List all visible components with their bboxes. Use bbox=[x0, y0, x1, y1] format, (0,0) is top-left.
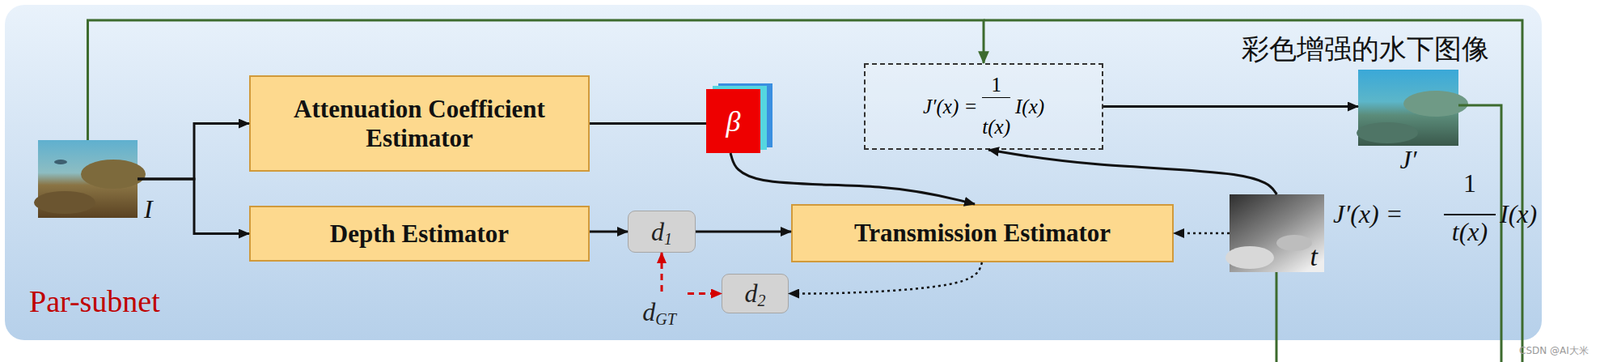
node-label: Attenuation Coefficient Estimator bbox=[265, 94, 574, 153]
node-label: I(x) bbox=[1015, 95, 1045, 119]
estimator-box: Transmission Estimator bbox=[791, 203, 1174, 263]
rock-shape bbox=[1356, 122, 1418, 144]
node-label: J′ bbox=[1358, 145, 1459, 174]
coefficient-box: β bbox=[706, 88, 761, 153]
formula-text: t(x) bbox=[1443, 216, 1496, 247]
fish-shape bbox=[54, 159, 68, 165]
node-label: d bbox=[744, 278, 758, 309]
feedback-wire bbox=[1275, 271, 1279, 362]
node-label: I bbox=[143, 194, 153, 225]
node-label: t(x) bbox=[982, 115, 1011, 140]
rock-shape bbox=[80, 159, 146, 189]
node-label: β bbox=[726, 104, 741, 139]
node-label: Depth Estimator bbox=[330, 219, 509, 249]
node-label: GT bbox=[655, 309, 677, 329]
node-label: 1 bbox=[982, 73, 1011, 98]
image-thumbnail: J′ bbox=[1358, 69, 1459, 146]
ground-truth-tag: dGT bbox=[630, 291, 688, 332]
node-label: 1 bbox=[664, 229, 673, 249]
estimator-box: Attenuation Coefficient Estimator bbox=[249, 75, 590, 172]
estimator-box: Depth Estimator bbox=[249, 205, 590, 262]
image-thumbnail: t bbox=[1229, 194, 1325, 272]
watermark: CSDN @AI大米 bbox=[1519, 343, 1589, 358]
formula-box: J′(x) =1 t(x)I(x) bbox=[863, 63, 1104, 150]
formula-text: J′(x) = bbox=[1333, 198, 1403, 229]
depth-map-box: d1 bbox=[627, 210, 696, 253]
node-label: d bbox=[642, 296, 656, 327]
formula-text: 1 bbox=[1443, 168, 1496, 199]
node-label: t bbox=[1310, 241, 1318, 272]
rock-shape bbox=[1403, 90, 1469, 117]
fraction-bar bbox=[1443, 213, 1496, 216]
formula-text: I(x) bbox=[1499, 198, 1537, 229]
node-label: J′(x) = bbox=[922, 95, 978, 119]
depth-map-box: d2 bbox=[721, 273, 789, 314]
image-thumbnail: I bbox=[38, 139, 138, 218]
node-label: d bbox=[651, 216, 665, 247]
map-region bbox=[1225, 245, 1275, 269]
node-label: 2 bbox=[757, 291, 767, 310]
rock-shape bbox=[33, 190, 96, 214]
node-label: Par-subnet bbox=[29, 283, 161, 319]
node-label: Transmission Estimator bbox=[854, 218, 1111, 248]
map-region bbox=[1276, 234, 1313, 251]
figure-title: 彩色增强的水下图像 bbox=[1203, 30, 1528, 68]
